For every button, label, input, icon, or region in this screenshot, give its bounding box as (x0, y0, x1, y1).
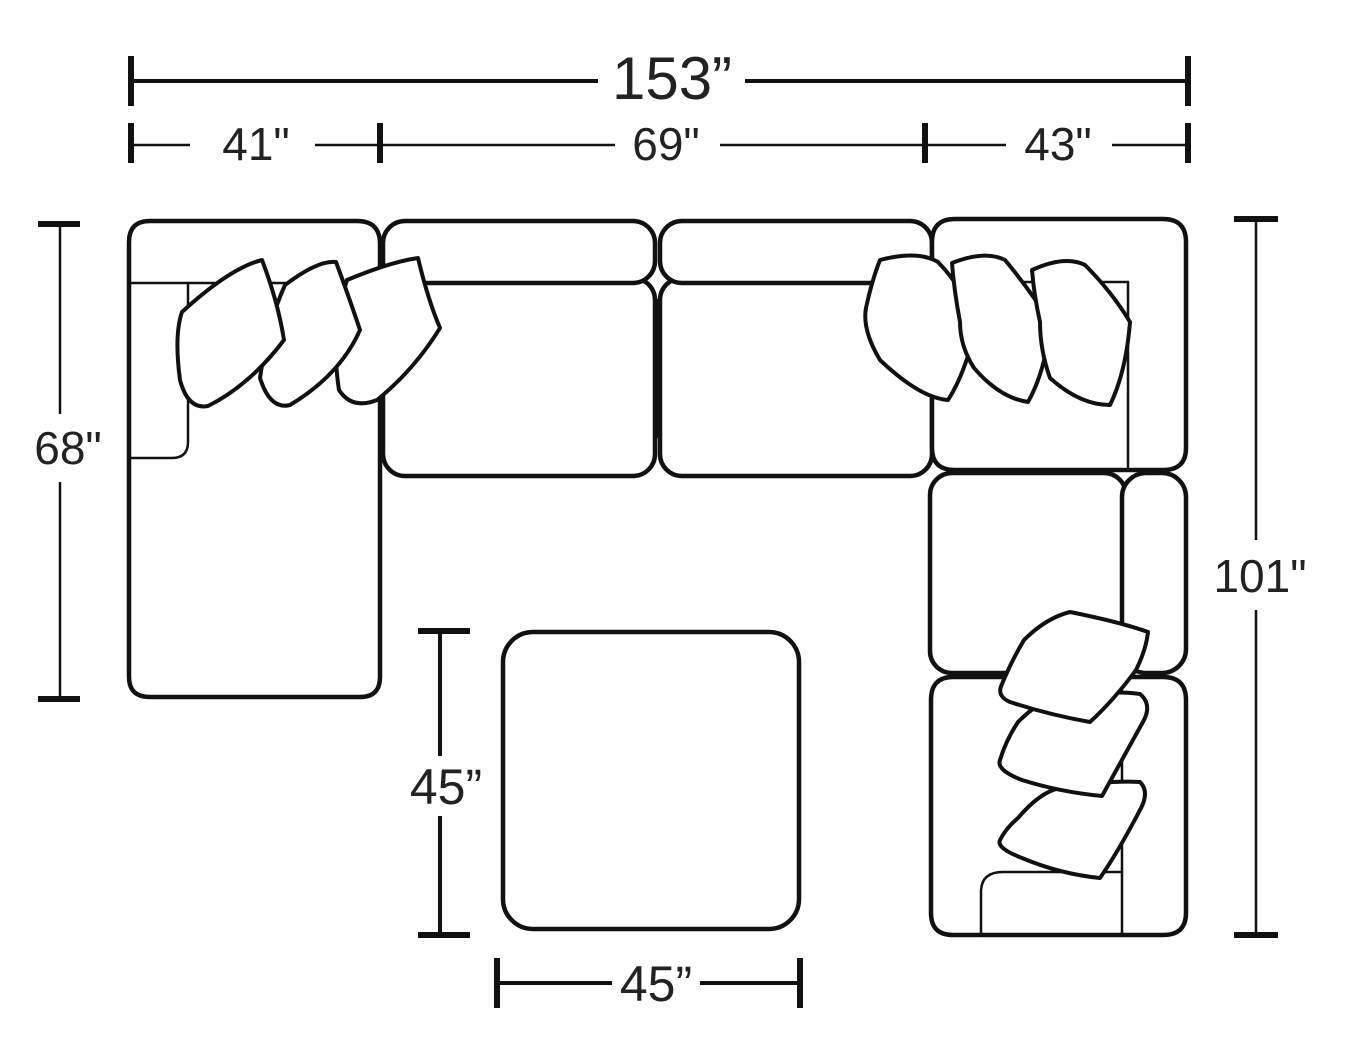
dimension-left-depth: 68" (34, 221, 102, 702)
middle-back-left (380, 218, 658, 286)
right-middle-arm (1119, 470, 1189, 676)
middle-sofa (380, 218, 935, 479)
dimension-overall-width-label: 153” (612, 45, 732, 112)
dimension-overall-width: 153” (128, 45, 1191, 112)
pillows-top-right (863, 253, 1132, 407)
ottoman (500, 629, 802, 932)
ottoman-frame (500, 629, 802, 932)
dimension-middle-width-label: 69" (632, 118, 700, 170)
pillow-left-1 (175, 258, 286, 409)
dimension-right-depth: 101" (1213, 216, 1307, 938)
left-chaise-arm-inner (127, 281, 190, 460)
pillow-right-3 (1030, 259, 1132, 407)
dimension-left-depth-label: 68" (34, 422, 102, 474)
dimension-right-width-label: 43" (1024, 118, 1092, 170)
dimension-ottoman-depth: 45” (410, 628, 482, 938)
dimension-right-depth-label: 101" (1213, 550, 1306, 602)
pillow-right-2 (950, 253, 1052, 404)
right-chaise-footrest (979, 870, 1124, 937)
pillows-chaise-right (997, 610, 1150, 880)
pillows-left (175, 256, 442, 409)
dimension-left-width-label: 41" (222, 118, 290, 170)
dimension-section-widths: 41" 69" 43" (128, 118, 1191, 170)
dimension-ottoman-width-label: 45” (620, 956, 692, 1012)
pillow-chaise-1 (998, 610, 1150, 724)
pillow-right-1 (863, 253, 978, 402)
dimension-ottoman-width: 45” (494, 956, 803, 1012)
dimension-ottoman-depth-label: 45” (410, 759, 482, 815)
